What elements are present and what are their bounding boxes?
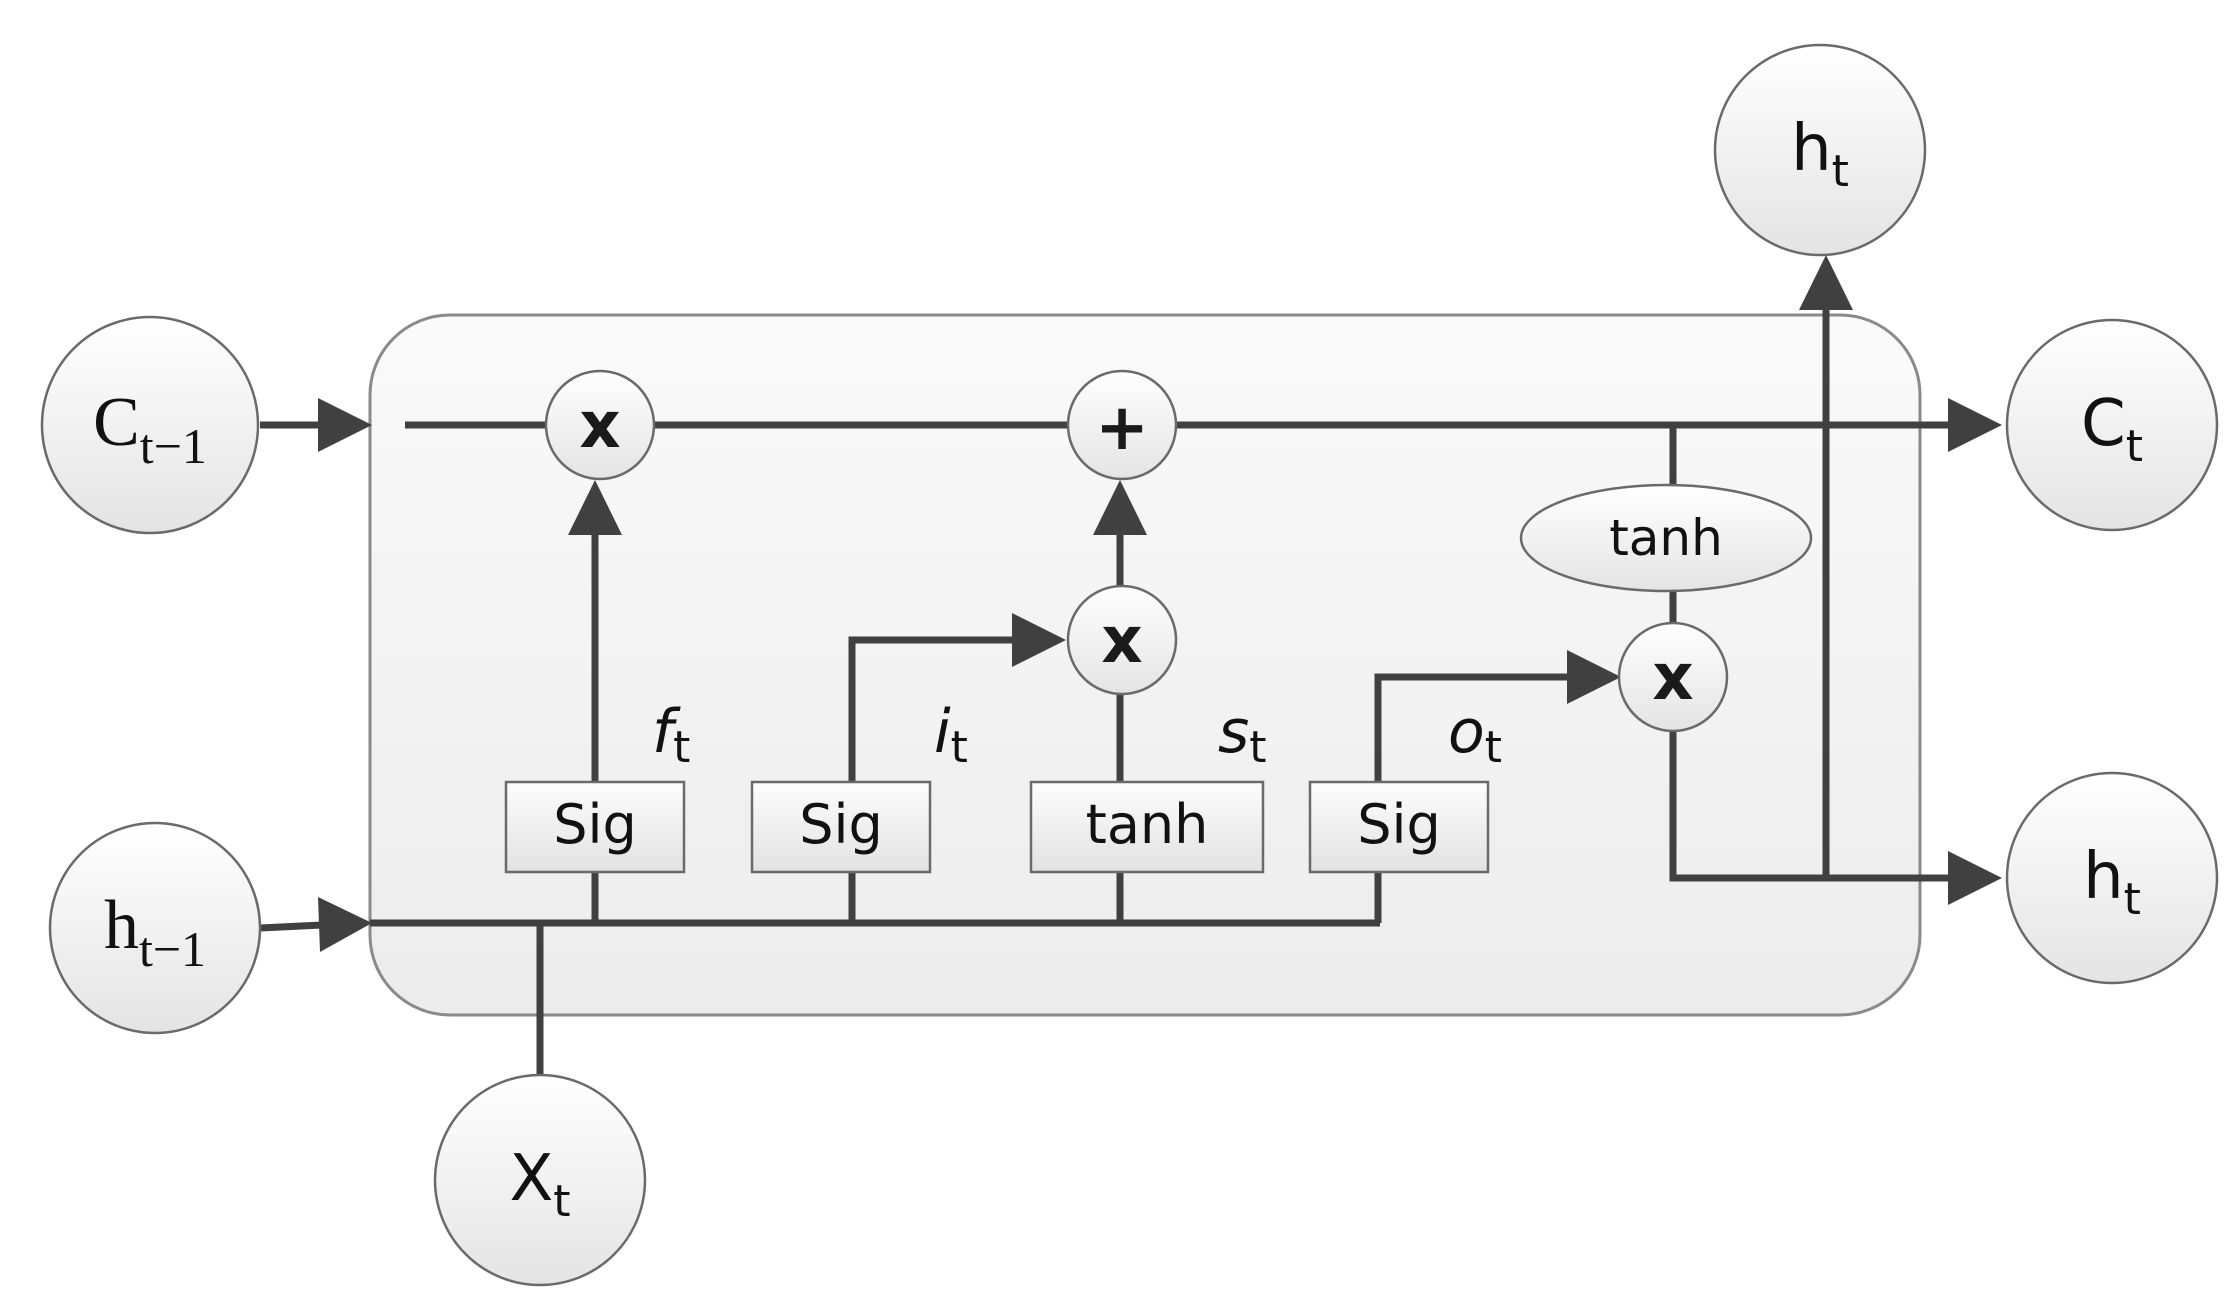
x-t-node: Xt <box>433 1073 647 1287</box>
c-t-label: Ct <box>2081 387 2143 472</box>
input-gate-box: Sig <box>750 780 932 874</box>
input-gate-output-label: it <box>934 697 968 773</box>
output-multiply-op: x <box>1617 621 1729 733</box>
c-prev-node: Ct−1 <box>40 315 260 535</box>
c-prev-arrowhead <box>318 398 372 452</box>
h-prev-label: ht−1 <box>104 887 206 977</box>
add-arrowhead <box>1093 480 1147 535</box>
input-multiply-symbol: x <box>1101 604 1142 678</box>
h-right-label: ht <box>2083 840 2141 925</box>
forget-gate-box: Sig <box>504 780 686 874</box>
add-symbol: + <box>1095 391 1149 465</box>
c-prev-label: Ct−1 <box>93 384 207 474</box>
candidate-gate-label: tanh <box>1086 793 1209 856</box>
h-right-node: ht <box>2005 771 2219 985</box>
h-t-up-arrowhead <box>1799 255 1853 310</box>
forget-arrowhead <box>568 480 622 535</box>
output-gate-box: Sig <box>1308 780 1490 874</box>
x-t-label: Xt <box>509 1142 570 1227</box>
output-to-mul-line <box>1374 673 1570 782</box>
input-to-mul-line <box>848 636 1015 782</box>
forget-gate-output-label: ft <box>652 697 690 773</box>
h-t-arrowhead <box>1948 851 2002 905</box>
candidate-gate-output-label: st <box>1218 697 1267 773</box>
input-arrowhead <box>1012 613 1066 667</box>
c-t-arrowhead <box>1948 398 2002 452</box>
input-gate-label: Sig <box>799 793 883 856</box>
output-gate-output-label: ot <box>1448 697 1502 773</box>
h-prev-arrow-line <box>259 921 323 932</box>
candidate-gate-box: tanh <box>1029 780 1265 874</box>
h-t-path <box>1669 730 1950 882</box>
add-op: + <box>1066 369 1178 481</box>
cell-tanh-label: tanh <box>1609 509 1723 567</box>
c-t-node: Ct <box>2005 318 2219 532</box>
forget-multiply-op: x <box>544 369 656 481</box>
output-multiply-symbol: x <box>1652 641 1693 715</box>
output-gate-label: Sig <box>1357 793 1441 856</box>
h-top-label: ht <box>1791 112 1849 197</box>
output-arrowhead <box>1567 650 1621 704</box>
forget-gate-label: Sig <box>553 793 637 856</box>
input-multiply-op: x <box>1066 584 1178 696</box>
h-top-node: ht <box>1713 43 1927 257</box>
cell-tanh-op: tanh <box>1519 483 1813 593</box>
h-prev-node: ht−1 <box>48 821 262 1035</box>
forget-multiply-symbol: x <box>579 389 620 463</box>
h-prev-arrowhead <box>318 897 372 952</box>
